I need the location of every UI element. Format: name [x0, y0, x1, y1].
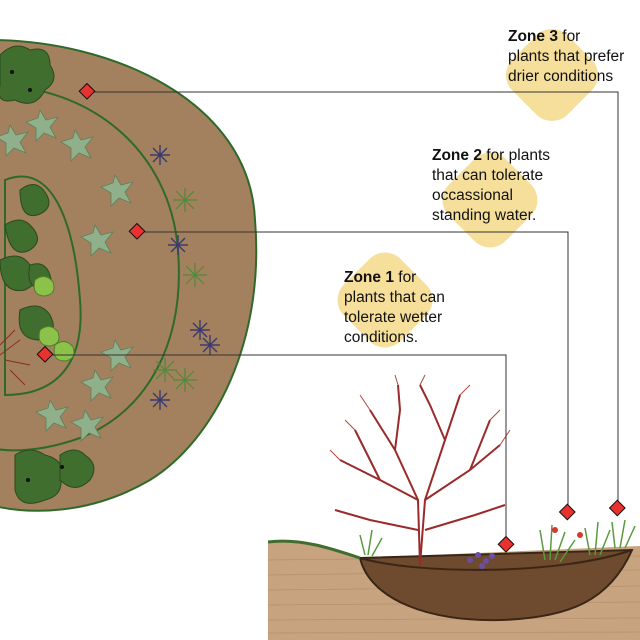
section-flowers [467, 552, 495, 569]
section-red-shrub [334, 384, 506, 566]
marker-zone-3-plan [78, 82, 96, 100]
marker-zone-1-section [497, 535, 515, 553]
section-red-flowers [552, 527, 583, 538]
zone-3-title: Zone 3 [508, 28, 558, 45]
zone-2-line-2: occassional [432, 187, 513, 204]
zone-2-line-3: standing water. [432, 207, 537, 224]
zone-1-line-3: conditions. [344, 329, 419, 346]
marker-zone-3-section [608, 499, 626, 517]
zone-3-label: Zone 3 for plants that prefer drier cond… [508, 27, 624, 87]
marker-zone-2-plan [128, 222, 146, 240]
plan-star-leaves [0, 108, 135, 442]
zone-3-line-2: drier conditions [508, 68, 614, 85]
zone-1-rest: for [393, 269, 417, 286]
zone-2-line-1: that can tolerate [432, 167, 544, 184]
section-basin-top [359, 549, 633, 571]
section-grass-edge [267, 539, 361, 560]
zone-2-rest: for plants [481, 147, 551, 164]
plan-dots [10, 70, 64, 482]
cross-section [267, 374, 640, 640]
zone-1-line-1: plants that can [344, 289, 445, 306]
zone-1-label: Zone 1 for plants that can tolerate wett… [344, 268, 445, 348]
leader-zone-2 [137, 231, 569, 512]
zone-3-rest: for [557, 28, 581, 45]
markers [36, 82, 626, 553]
zone-2-label: Zone 2 for plants that can tolerate occa… [432, 146, 550, 226]
plan-ring-zone-2 [0, 84, 180, 452]
plan-grass-tufts [153, 188, 207, 392]
leader-zone-1 [45, 354, 507, 545]
plan-spiky-plants [150, 145, 220, 410]
plan-view [0, 39, 258, 512]
leader-zone-3 [87, 91, 619, 508]
section-shrub-fine [329, 374, 511, 461]
plan-shrub-twigs [0, 329, 31, 386]
zone-1-title: Zone 1 [344, 269, 394, 286]
zone-3-line-1: plants that prefer [508, 48, 625, 65]
zone-2-title: Zone 2 [432, 147, 482, 164]
plan-ring-zone-1 [4, 175, 82, 397]
marker-zone-1-plan [36, 345, 54, 363]
plan-outer-zone [0, 39, 258, 512]
marker-zone-2-section [558, 503, 576, 521]
plan-light-leaves [33, 276, 75, 362]
zone-1-line-2: tolerate wetter [344, 309, 443, 326]
section-grasses [359, 519, 636, 563]
leader-lines [45, 91, 619, 545]
